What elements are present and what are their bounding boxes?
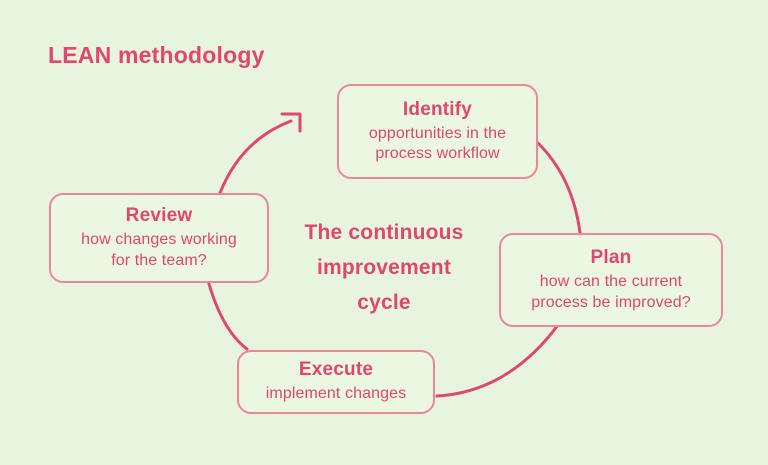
node-identify-title: Identify: [402, 98, 473, 120]
node-identify: Identify opportunities in the process wo…: [337, 84, 538, 179]
node-identify-description: opportunities in the process workflow: [368, 124, 507, 162]
node-review: Review how changes working for the team?: [49, 193, 269, 283]
node-execute: Execute implement changes: [237, 350, 435, 414]
arc-identify-to-plan: [536, 141, 582, 235]
node-review-title: Review: [125, 205, 193, 227]
arrowhead-icon: [280, 112, 302, 133]
arc-plan-to-execute: [435, 323, 560, 398]
arc-execute-to-review: [207, 282, 249, 351]
page-title: LEAN methodology: [48, 42, 265, 68]
node-execute-title: Execute: [298, 359, 374, 381]
node-plan-description: how can the current process be improved?: [531, 273, 691, 311]
cycle-center-label: The continuous improvement cycle: [304, 221, 464, 314]
node-plan-title: Plan: [590, 247, 632, 269]
node-review-description: how changes working for the team?: [81, 231, 237, 269]
node-plan: Plan how can the current process be impr…: [499, 233, 723, 327]
arc-review-to-identify: [218, 119, 293, 195]
node-execute-description: implement changes: [265, 385, 407, 403]
